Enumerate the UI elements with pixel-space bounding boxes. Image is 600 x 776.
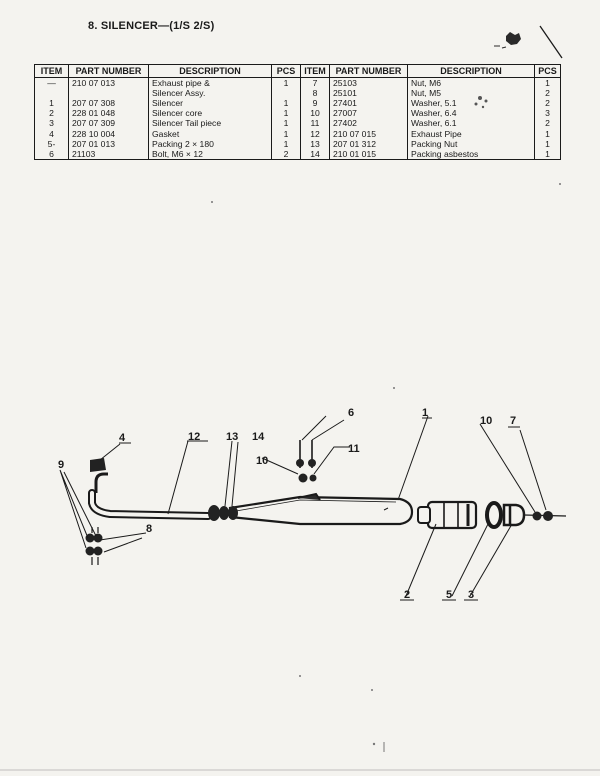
table-header-row: ITEM PART NUMBER DESCRIPTION PCS ITEM PA… — [34, 63, 561, 79]
scan-artifacts — [0, 25, 600, 771]
cell-pcs: 1 — [534, 77, 561, 89]
leader-lines — [59, 415, 547, 597]
callout-labels: 4 12 13 14 6 11 10 1 10 7 9 8 2 5 3 — [58, 407, 520, 601]
tail-piece-item-3 — [502, 503, 526, 527]
cell-pcs: 3 — [534, 108, 561, 119]
table-row: Silencer Assy. 8 25101 Nut, M5 2 — [34, 88, 561, 99]
callout-14: 14 — [252, 431, 265, 443]
callout-10: 10 — [480, 415, 492, 427]
callout-6: 6 — [348, 407, 354, 419]
callout-5: 5 — [446, 589, 452, 601]
page-title: 8. SILENCER—(1/S 2/S) — [88, 20, 215, 32]
callout-3: 3 — [468, 589, 474, 601]
table-row: 5- 207 01 013 Packing 2 × 180 1 13 207 0… — [34, 138, 561, 149]
callout-2: 2 — [404, 589, 410, 601]
silencer-core-item-2 — [417, 500, 478, 530]
table-row: 1 207 07 308 Silencer 1 9 27401 Washer, … — [34, 98, 561, 109]
callout-7: 7 — [510, 415, 516, 427]
cell-pcs: 1 — [534, 148, 561, 160]
packing-item-5 — [485, 501, 503, 529]
gasket-item-4 — [90, 458, 106, 472]
callout-4: 4 — [119, 432, 126, 444]
callout-13: 13 — [226, 431, 238, 443]
callout-11: 11 — [348, 443, 360, 455]
nut-washer-items-7-10 — [523, 511, 567, 521]
table-row: 2 228 01 048 Silencer core 1 10 27007 Wa… — [34, 108, 561, 119]
exhaust-pipe-assembly — [88, 472, 414, 526]
callout-1: 1 — [422, 407, 428, 419]
table-row: 3 207 07 309 Silencer Tail piece 1 11 27… — [34, 118, 561, 129]
cell-pcs: 1 — [534, 138, 561, 149]
cell-pcs: 2 — [534, 118, 561, 129]
cell-pcs: 2 — [534, 88, 561, 99]
bolts-item-6 — [296, 440, 317, 483]
callout-12: 12 — [188, 431, 200, 443]
callout-9: 9 — [58, 459, 64, 471]
table-row: 6 21103 Bolt, M6 × 12 2 14 210 01 015 Pa… — [34, 148, 561, 160]
cell-pcs: 1 — [534, 128, 561, 139]
col-header-pcs: PCS — [534, 63, 561, 79]
callout-10: 10 — [256, 455, 268, 467]
table-row: 4 228 10 004 Gasket 1 12 210 07 015 Exha… — [34, 128, 561, 139]
col-header-description: DESCRIPTION — [407, 63, 535, 79]
col-header-pcs: PCS — [271, 63, 301, 79]
table-row: — 210 07 013 Exhaust pipe & 1 7 25103 Nu… — [34, 77, 561, 89]
callout-8: 8 — [146, 523, 152, 535]
scan-specks — [211, 183, 561, 752]
parts-table: ITEM PART NUMBER DESCRIPTION PCS ITEM PA… — [34, 63, 561, 160]
packing-nut-item-13 — [208, 505, 238, 521]
cell-pcs: 2 — [534, 98, 561, 109]
